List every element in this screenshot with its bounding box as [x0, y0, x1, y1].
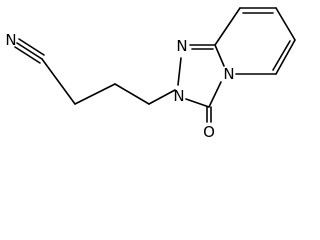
carbonyl-group — [206, 106, 212, 123]
ring5-bond-c3-n2 — [185, 98, 210, 108]
ring6-bond-c8a-c8 — [214, 7, 241, 46]
nitrile-triple-bond-2 — [16, 42, 43, 60]
ring6-bond-c7-c6 — [275, 7, 296, 41]
ring6-double-bond-c6-c5 — [272, 40, 291, 71]
chain-bond-3 — [114, 83, 150, 105]
atom-labels: N N N N O — [5, 31, 234, 141]
nitrile-triple-bond-1 — [18, 38, 45, 56]
ring5-bond-c8a-n4 — [214, 44, 225, 67]
chain-bond-4 — [148, 89, 176, 105]
ring5-bond-n4-c3 — [208, 81, 222, 108]
bridgehead-nitrogen-label: N — [223, 65, 234, 83]
triazole-n1-label: N — [176, 37, 187, 55]
ring6-bond-c6-c5 — [275, 39, 296, 75]
nitrile-nitrogen-label: N — [5, 31, 16, 49]
nitrile-group — [14, 38, 45, 64]
alkyl-chain — [41, 58, 176, 105]
chemical-structure: N N N N O — [5, 7, 296, 141]
ring5-bond-n2-n1 — [177, 57, 182, 86]
nitrile-triple-bond-3 — [14, 46, 41, 64]
triazolone-ring — [177, 44, 225, 108]
triazole-n2-label: N — [173, 87, 184, 105]
pyridine-ring — [214, 7, 296, 75]
carbonyl-oxygen-label: O — [203, 123, 215, 141]
chain-bond-1 — [41, 58, 76, 105]
chain-bond-2 — [74, 83, 116, 105]
